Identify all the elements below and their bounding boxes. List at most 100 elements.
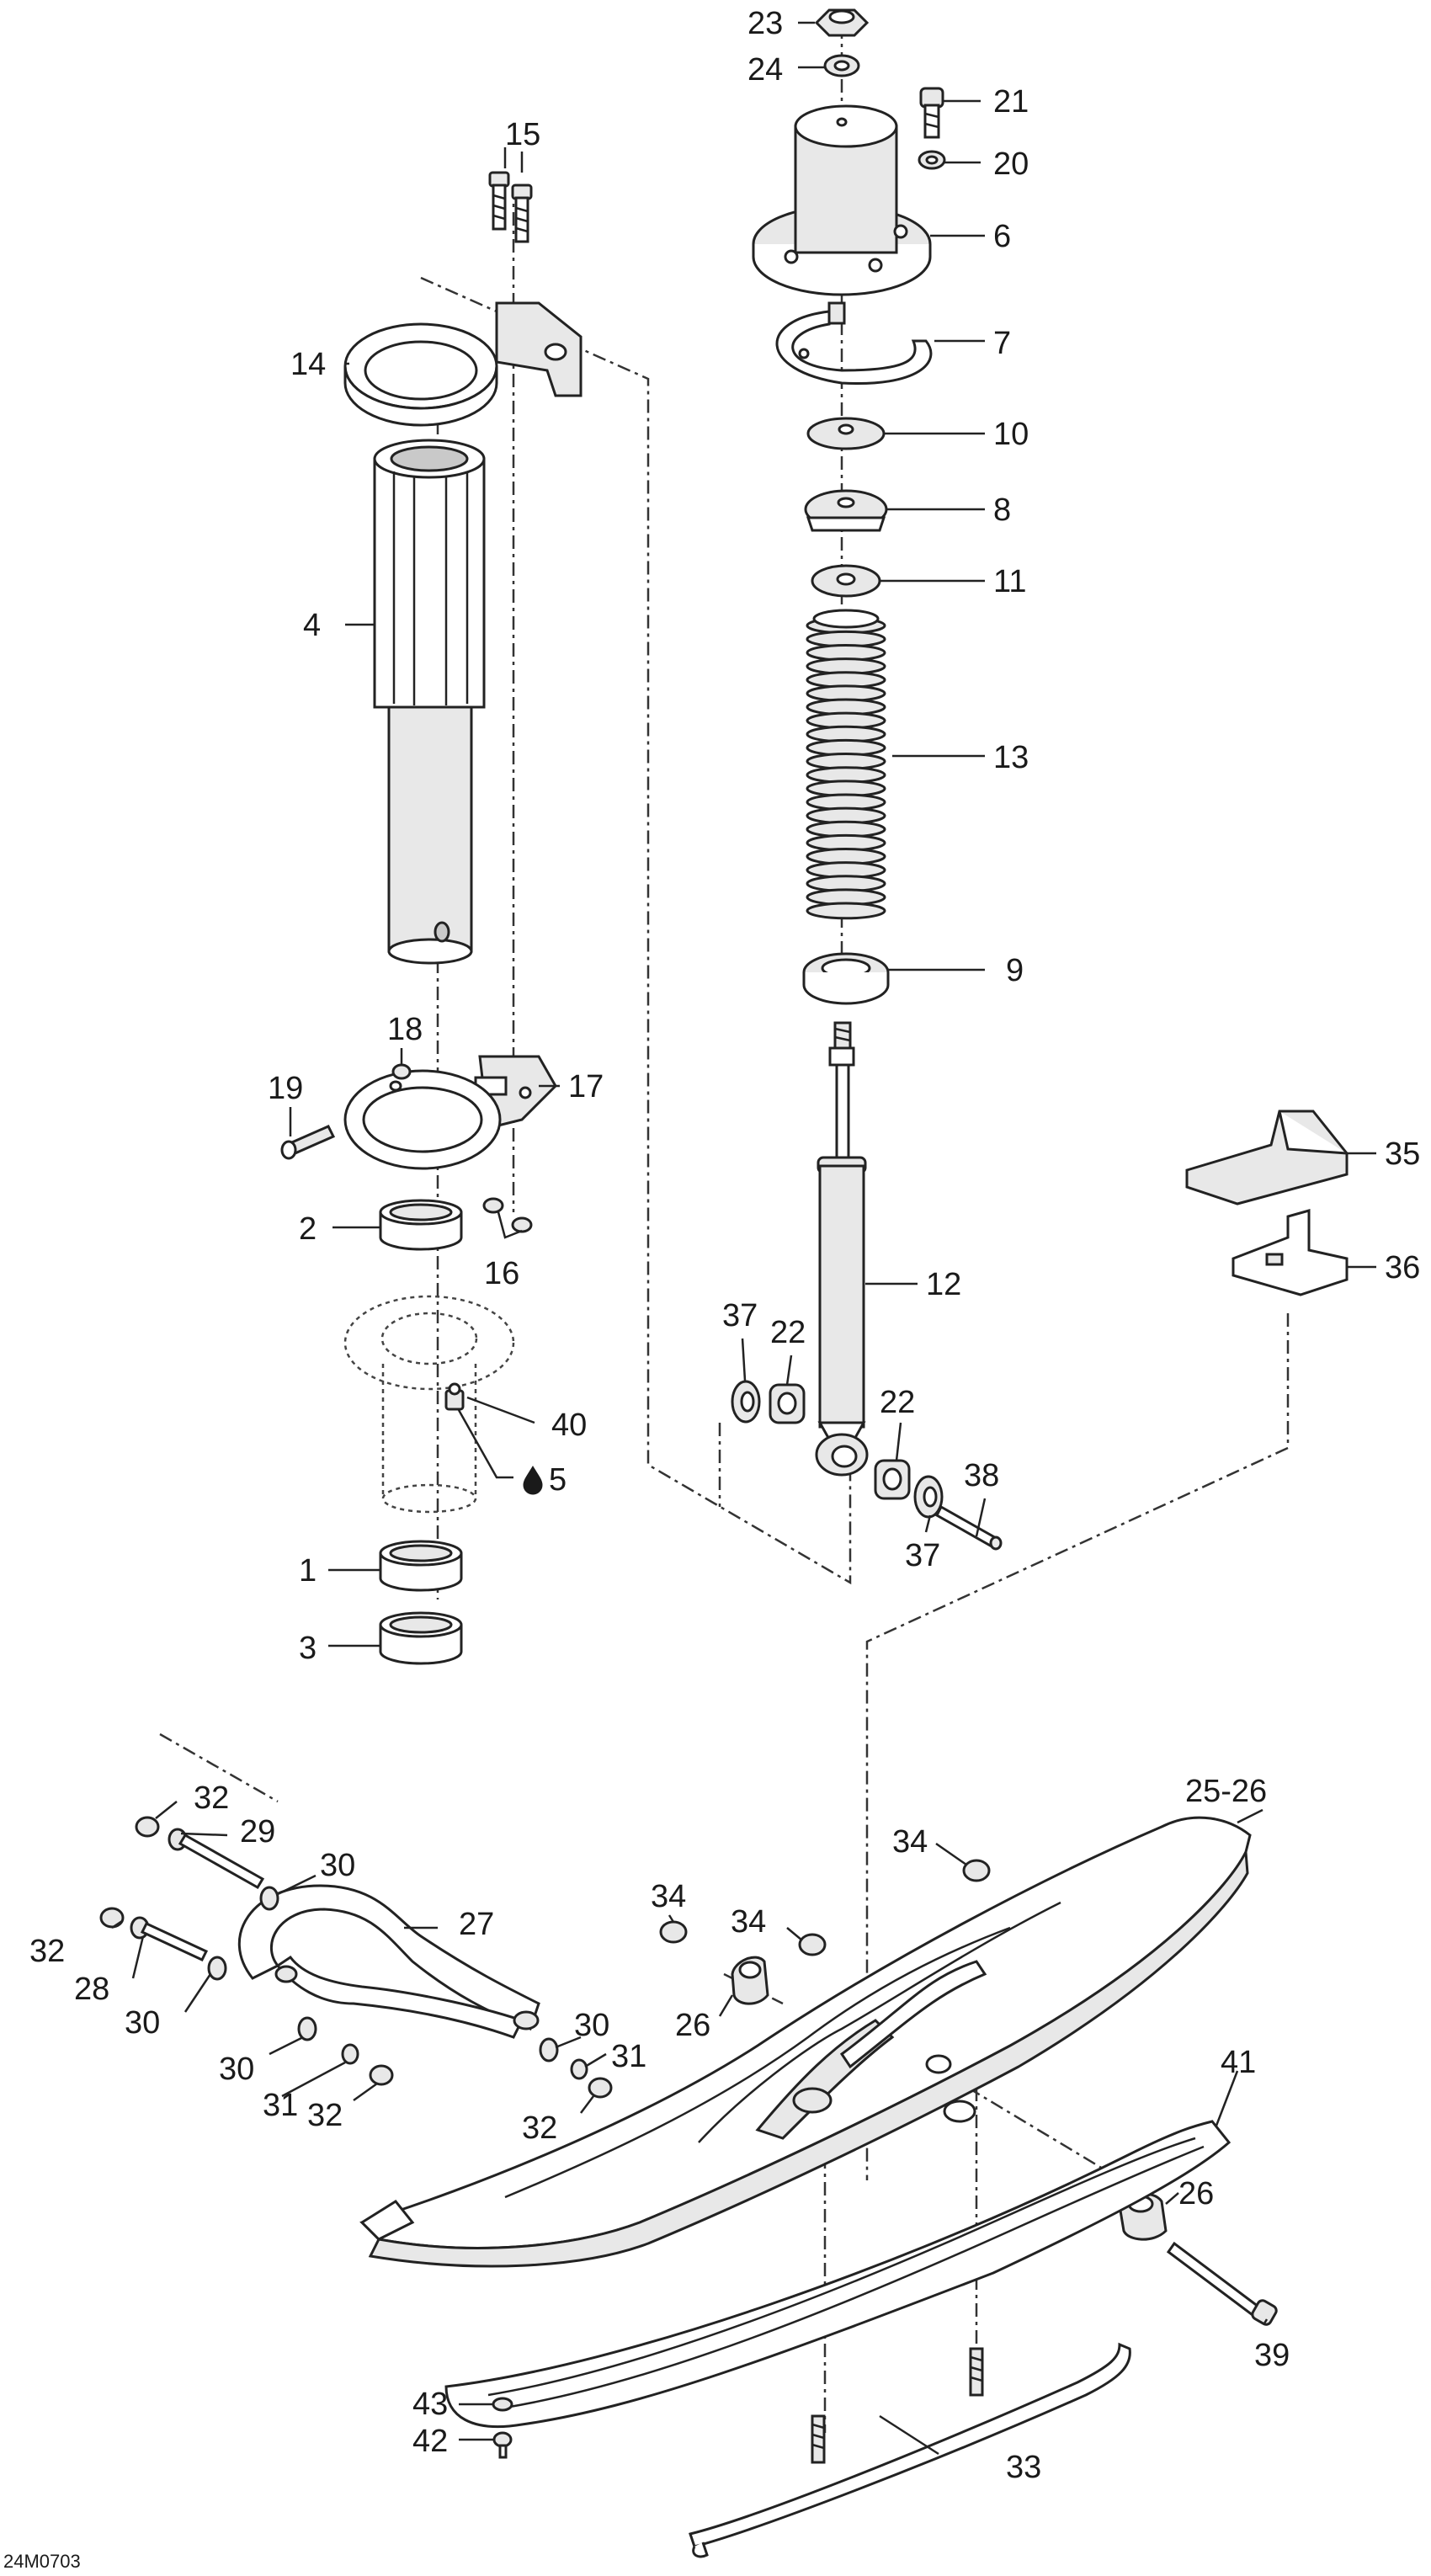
bracket-36: [1232, 1209, 1349, 1296]
callout-3: 3: [299, 1631, 317, 1666]
callout-26a: 26: [675, 2008, 710, 2043]
nuts-32: [99, 1816, 613, 2099]
callout-34c: 34: [892, 1824, 928, 1860]
screw-19: [280, 1125, 336, 1160]
callout-36: 36: [1385, 1250, 1420, 1285]
callout-40: 40: [551, 1408, 587, 1443]
callout-24: 24: [747, 52, 783, 88]
carbide-runner-33: [689, 2342, 1131, 2558]
washer-11: [811, 564, 881, 598]
callout-43: 43: [412, 2387, 448, 2422]
callout-9: 9: [1006, 953, 1024, 988]
callout-11: 11: [993, 564, 1026, 599]
callout-23: 23: [747, 6, 783, 41]
ski-25-26: [359, 1816, 1252, 2268]
callout-18: 18: [387, 1012, 423, 1047]
callout-31b: 31: [611, 2039, 646, 2074]
washer-37a: [731, 1380, 761, 1424]
diagram-id: 24M0703: [3, 2551, 81, 2572]
callout-13: 13: [993, 740, 1029, 775]
loop-handle-27: [237, 1884, 540, 2039]
callout-15: 15: [505, 117, 540, 152]
callout-26b: 26: [1178, 2176, 1214, 2211]
spring-stopper-9: [802, 952, 890, 1005]
callout-7: 7: [993, 326, 1011, 361]
callout-4: 4: [303, 608, 321, 643]
callout-19: 19: [268, 1071, 303, 1106]
bolt-15a: [488, 171, 510, 231]
callout-1: 1: [299, 1553, 317, 1589]
washer-20: [918, 150, 946, 170]
callout-35: 35: [1385, 1136, 1420, 1172]
callout-5: 5: [549, 1462, 567, 1498]
callout-22b: 22: [880, 1385, 915, 1420]
callout-14: 14: [290, 347, 326, 382]
callout-32d: 32: [307, 2098, 343, 2133]
callout-42: 42: [412, 2424, 448, 2459]
steering-bracket-14: [343, 301, 583, 427]
callout-20: 20: [993, 146, 1029, 182]
callout-33: 33: [1006, 2450, 1041, 2485]
callout-37a: 37: [722, 1298, 758, 1333]
washers-31: [341, 2043, 588, 2080]
callout-41: 41: [1221, 2045, 1256, 2080]
leader-lines: [111, 21, 1376, 2456]
callout-32b: 32: [29, 1934, 65, 1969]
bushing-2: [379, 1199, 463, 1251]
callout-39: 39: [1254, 2338, 1290, 2373]
callout-30d: 30: [219, 2052, 254, 2087]
callout-6: 6: [993, 219, 1011, 254]
callout-31a: 31: [263, 2088, 298, 2123]
bolt-15b: [511, 184, 533, 243]
bushing-26a: [731, 1956, 769, 2005]
callout-16: 16: [484, 1256, 519, 1291]
washers-30: [207, 1886, 559, 2062]
washer-10: [806, 417, 886, 450]
callout-2: 2: [299, 1211, 317, 1247]
callout-30b: 30: [125, 2005, 160, 2041]
callout-32c: 32: [522, 2110, 557, 2146]
callout-10: 10: [993, 417, 1029, 452]
spring-top-opening: [812, 609, 880, 629]
steering-column-4: [373, 439, 486, 965]
bolt-29: [168, 1828, 265, 1890]
nut-18: [391, 1063, 412, 1080]
spring-13: [806, 609, 886, 920]
callout-17: 17: [568, 1069, 604, 1104]
bushing-22a: [769, 1383, 806, 1424]
ski-runner-41: [444, 2100, 1232, 2429]
callout-29: 29: [240, 1814, 275, 1850]
bolt-28: [130, 1916, 209, 1961]
retaining-ring-7: [775, 301, 933, 386]
callout-32a: 32: [194, 1780, 229, 1816]
screw-21: [919, 87, 944, 139]
washer-43: [492, 2397, 513, 2412]
callout-37b: 37: [905, 1538, 940, 1573]
spring-seat-6: [752, 104, 932, 296]
bushing-3: [379, 1611, 463, 1665]
callout-30c: 30: [574, 2008, 609, 2043]
callout-38: 38: [964, 1458, 999, 1493]
screw-42: [492, 2431, 513, 2459]
steering-tube-phantom: [343, 1295, 515, 1514]
oil-drop-icon: [523, 1466, 543, 1495]
shaft-38: [935, 1504, 1003, 1551]
wear-pad-35: [1185, 1110, 1349, 1206]
callout-labels: 23 24 21 20 15 6 7 14 10 8 11 4 13 9 18 …: [29, 6, 1420, 2485]
shock-absorber-12: [815, 1021, 869, 1477]
nut-23: [814, 8, 870, 37]
spring-seat-8: [804, 489, 888, 532]
washer-24: [823, 54, 860, 77]
callout-8: 8: [993, 492, 1011, 528]
spring-coil: [806, 902, 886, 920]
grease-fitting-40: [444, 1382, 465, 1411]
callout-12: 12: [926, 1267, 961, 1302]
callout-30a: 30: [320, 1848, 355, 1883]
callout-21: 21: [993, 84, 1029, 120]
bolt-39: [1166, 2241, 1278, 2326]
column-support-17: [343, 1055, 557, 1170]
callout-27: 27: [459, 1907, 494, 1942]
callout-22a: 22: [770, 1315, 806, 1350]
bushing-1: [379, 1540, 463, 1592]
callout-25-26: 25-26: [1185, 1774, 1267, 1809]
